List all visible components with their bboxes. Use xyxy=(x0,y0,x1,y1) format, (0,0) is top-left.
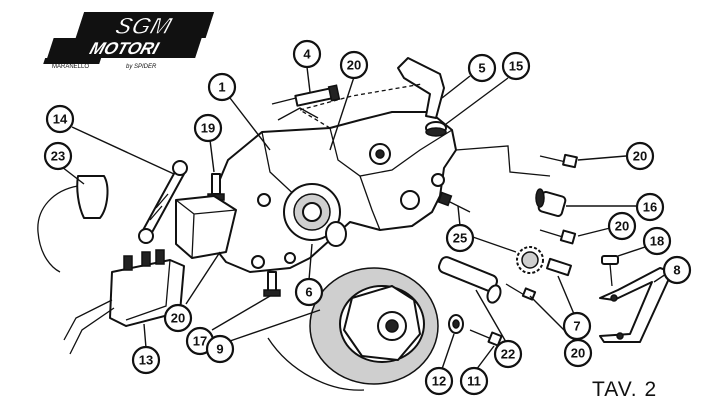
screw-part xyxy=(601,255,619,287)
logo-sub2: by SPIDER xyxy=(126,64,157,70)
flywheel-part xyxy=(267,267,439,391)
callout-22: 22 xyxy=(493,339,523,369)
callout-13: 13 xyxy=(131,345,161,375)
shaft-part xyxy=(437,256,502,304)
coil-block-part xyxy=(175,195,237,259)
callout-6: 6 xyxy=(294,277,324,307)
svg-text:20: 20 xyxy=(571,346,585,361)
callout-20-bottom: 20 xyxy=(563,338,593,368)
dashed-guide-line xyxy=(298,83,423,129)
svg-text:14: 14 xyxy=(53,112,68,127)
svg-text:19: 19 xyxy=(201,121,215,136)
callout-12: 12 xyxy=(424,366,454,396)
bracket-part xyxy=(599,267,673,343)
bolt-part xyxy=(263,271,281,297)
brand-logo: SGM MOTORI MARANELLO by SPIDER xyxy=(43,12,215,70)
svg-text:17: 17 xyxy=(193,334,207,349)
callout-20-right-mid: 20 xyxy=(607,211,637,241)
svg-text:15: 15 xyxy=(509,59,523,74)
logo-name: MOTORI xyxy=(87,38,162,57)
spark-plug-cap-part xyxy=(37,175,109,273)
sheet-label: TAV. 2 xyxy=(592,378,657,401)
callout-20-left: 20 xyxy=(163,303,193,333)
callout-19: 19 xyxy=(193,113,223,143)
callout-8: 8 xyxy=(662,255,692,285)
svg-text:23: 23 xyxy=(51,149,65,164)
svg-text:5: 5 xyxy=(478,61,485,76)
bushing-part xyxy=(535,188,567,217)
washer-part xyxy=(448,314,464,334)
leader-lines xyxy=(61,66,667,371)
svg-text:20: 20 xyxy=(633,149,647,164)
screw-part xyxy=(539,229,577,245)
callout-7: 7 xyxy=(562,311,592,341)
svg-text:4: 4 xyxy=(303,47,311,62)
svg-text:20: 20 xyxy=(171,311,185,326)
svg-text:6: 6 xyxy=(305,285,312,300)
strap-part xyxy=(138,160,188,244)
bearing-part xyxy=(325,221,347,247)
gear-part xyxy=(469,235,573,277)
regulator-part xyxy=(63,249,185,355)
svg-text:20: 20 xyxy=(347,58,361,73)
logo-sub1: MARANELLO xyxy=(52,64,89,70)
logo-brand: SGM xyxy=(112,14,176,40)
callout-1: 1 xyxy=(207,72,237,102)
svg-text:18: 18 xyxy=(650,234,664,249)
bolt-part xyxy=(271,84,341,107)
svg-text:20: 20 xyxy=(615,219,629,234)
callout-18: 18 xyxy=(642,226,672,256)
screw-part xyxy=(539,153,578,169)
callout-9: 9 xyxy=(205,334,235,364)
guide-line xyxy=(455,145,551,177)
callout-14: 14 xyxy=(45,104,75,134)
crankcase-part xyxy=(211,107,457,273)
svg-text:1: 1 xyxy=(218,80,225,95)
svg-text:9: 9 xyxy=(216,342,223,357)
callout-20-top: 20 xyxy=(339,50,369,80)
svg-text:7: 7 xyxy=(573,319,580,334)
callout-15: 15 xyxy=(501,51,531,81)
svg-text:16: 16 xyxy=(643,200,657,215)
svg-text:8: 8 xyxy=(673,263,680,278)
callout-25: 25 xyxy=(445,223,475,253)
callout-5: 5 xyxy=(467,53,497,83)
screw-part xyxy=(469,329,503,347)
bolt-part xyxy=(437,191,471,213)
screw-part xyxy=(505,283,537,301)
callout-11: 11 xyxy=(459,366,489,396)
callout-20-right-top: 20 xyxy=(625,141,655,171)
callout-16: 16 xyxy=(635,192,665,222)
svg-text:22: 22 xyxy=(501,347,515,362)
svg-text:25: 25 xyxy=(453,231,467,246)
lever-part xyxy=(397,57,447,137)
callout-23: 23 xyxy=(43,141,73,171)
callout-4: 4 xyxy=(292,39,322,69)
svg-text:13: 13 xyxy=(139,353,153,368)
svg-text:11: 11 xyxy=(467,374,481,389)
svg-text:12: 12 xyxy=(432,374,446,389)
